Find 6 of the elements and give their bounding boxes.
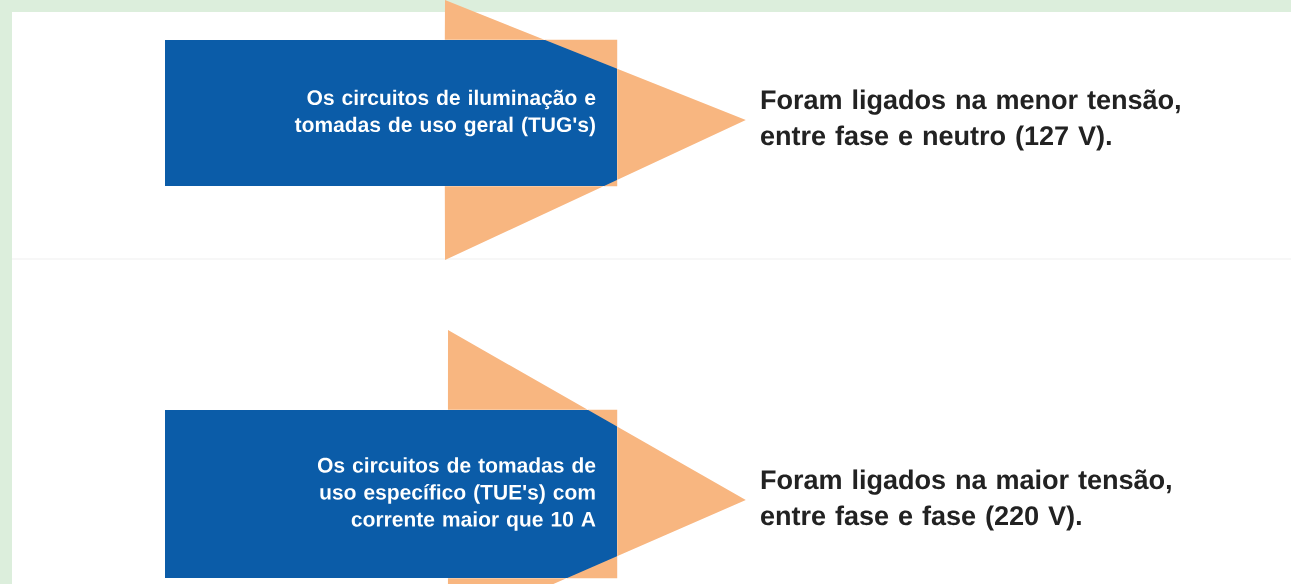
description-text: Foram ligados na maior tensão, entre fase e fase (220 V). [761, 469, 1171, 531]
arrow-triangle [447, 330, 746, 584]
arrow-triangle [444, 0, 746, 260]
label-box: Os circuitos de iluminação e tomadas de uso geral (TUG's) [165, 40, 617, 186]
description-text: Foram ligados na menor tensão, entre fase e neutro (127 V). [761, 89, 1180, 151]
label-box: Os circuitos de tomadas de uso específico (TUE's) com corrente maior que 10 A [165, 410, 617, 578]
